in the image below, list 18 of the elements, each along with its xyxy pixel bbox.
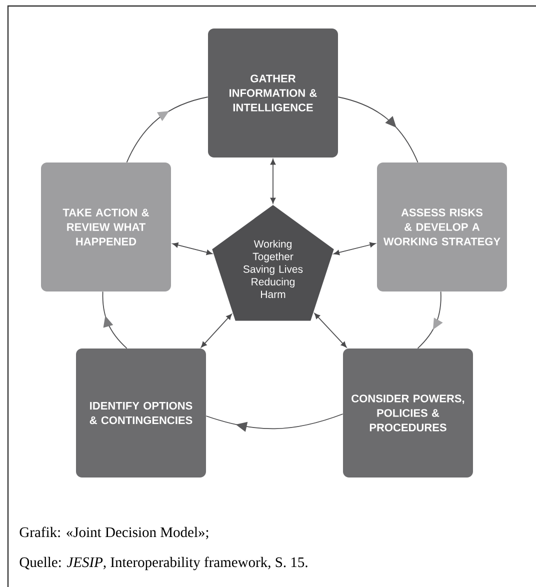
step-box: ASSESS RISKS & DEVELOP A WORKING STRATEGY bbox=[377, 162, 507, 292]
step-box: TAKE ACTION & REVIEW WHAT HAPPENED bbox=[41, 162, 171, 292]
double-arrow bbox=[200, 314, 232, 348]
step-box: IDENTIFY OPTIONS & CONTINGENCIES bbox=[76, 348, 206, 478]
double-arrow bbox=[334, 242, 376, 256]
cycle-arrow bbox=[338, 96, 418, 163]
source-note: Quelle: JESIP, Interoperability framework, S. 15. bbox=[20, 556, 308, 570]
cycle-arrow bbox=[206, 414, 344, 432]
caption: Grafik: «Joint Decision Model»; bbox=[20, 526, 208, 540]
cycle-arrow bbox=[102, 291, 128, 349]
step-box: CONSIDER POWERS, POLICIES & PROCEDURES bbox=[343, 348, 473, 478]
center-pentagon: Working Together Saving Lives Reducing Harm bbox=[212, 205, 334, 321]
double-arrow bbox=[270, 158, 276, 204]
cycle-arrow bbox=[417, 291, 443, 349]
step-box: GATHER INFORMATION & INTELLIGENCE bbox=[208, 28, 338, 158]
cycle-arrow bbox=[126, 96, 208, 163]
double-arrow bbox=[172, 242, 212, 255]
double-arrow bbox=[314, 313, 347, 348]
